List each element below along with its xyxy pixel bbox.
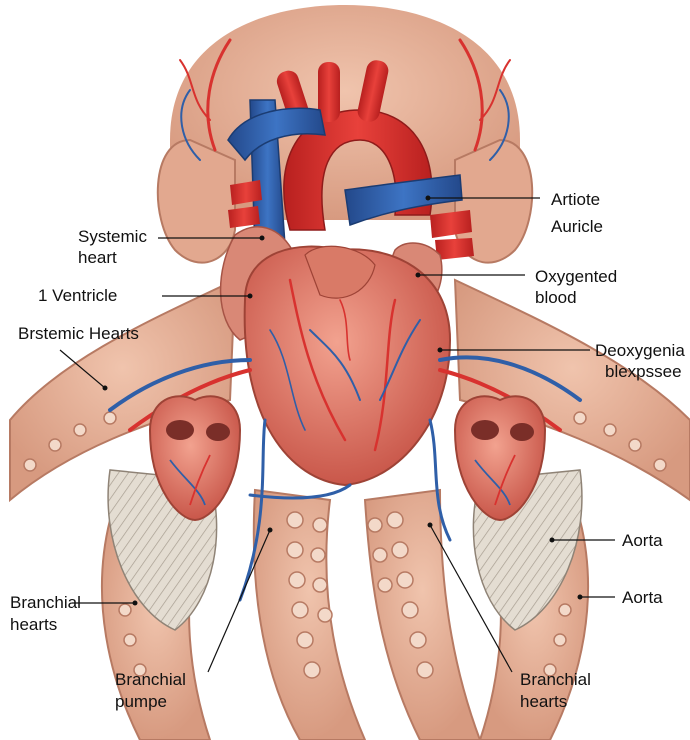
pulmonary-vein — [344, 174, 463, 227]
ventricle-top-muscle — [304, 245, 376, 299]
left-side-artery — [230, 180, 262, 205]
artery-branch-2 — [318, 62, 340, 122]
label-branchial-pumpe-line1: Branchial — [115, 670, 186, 689]
coronary-vessels — [269, 278, 421, 452]
vein-top — [227, 107, 326, 162]
branchial-heart-left — [148, 395, 242, 522]
mantle-vessels — [179, 38, 511, 161]
center-left-arm — [252, 488, 367, 740]
label-branchial-hearts-right-line1: Branchial — [520, 670, 591, 689]
label-artiote: Artiote — [551, 190, 600, 209]
labels: Artiote Auricle Systemic heart Oxygented… — [10, 190, 685, 711]
label-branchial-hearts-left-line2: hearts — [10, 615, 57, 634]
label-oxygenated-line2: blood — [535, 288, 577, 307]
label-branchial-hearts-right-line2: hearts — [520, 692, 567, 711]
label-branchial-pumpe-line2: pumpe — [115, 692, 167, 711]
label-auricle: Auricle — [551, 217, 603, 236]
label-aorta-upper: Aorta — [622, 531, 663, 550]
label-oxygenated-line1: Oxygented — [535, 267, 617, 286]
label-one-ventricle: 1 Ventricle — [38, 286, 117, 305]
left-eye-lobe — [156, 138, 236, 264]
label-deoxygenia-line1: Deoxygenia — [595, 341, 685, 360]
leader-lines — [59, 195, 615, 673]
artery-branch-3 — [357, 60, 389, 122]
label-aorta-lower: Aorta — [622, 588, 663, 607]
label-deoxygenia-line2: blexpssee — [605, 362, 682, 381]
label-branchial-hearts-left-line1: Branchial — [10, 593, 81, 612]
branchial-vessels — [108, 355, 582, 602]
branchial-heart-right — [453, 395, 547, 522]
right-arteries — [430, 210, 472, 238]
suckers — [23, 411, 667, 679]
label-systemic-heart-line2: heart — [78, 248, 117, 267]
label-brstemic-hearts: Brstemic Hearts — [18, 324, 139, 343]
great-vessels — [227, 60, 474, 260]
label-systemic-heart-line1: Systemic — [78, 227, 147, 246]
